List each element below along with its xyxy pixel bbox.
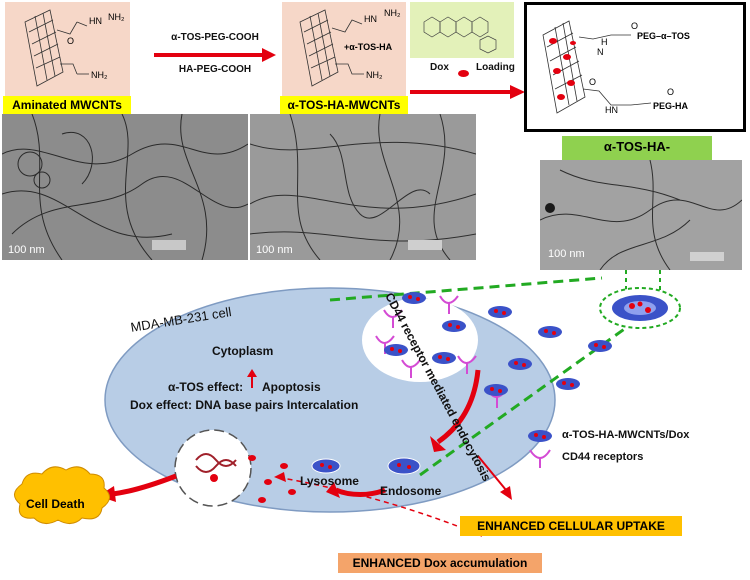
chem-o: O	[67, 36, 74, 46]
tem-fibers-2	[250, 114, 476, 260]
arrow-to-death	[111, 473, 177, 497]
endosome-particle	[387, 457, 421, 475]
scale-label-2: 100 nm	[256, 244, 293, 256]
svg-text:HN: HN	[605, 105, 618, 115]
arrow-to-uptake	[477, 455, 507, 491]
apoptosis-label: Apoptosis	[262, 380, 321, 394]
cell-death-label: Cell Death	[26, 497, 85, 511]
legend-nanoparticle-icon	[528, 430, 552, 442]
legend-receptor-label: CD44 receptors	[562, 451, 644, 463]
svg-text:O: O	[667, 87, 674, 97]
panel-final-conjugate: O H N PEG–α–TOS O HN O PEG-HA	[524, 2, 746, 132]
endosome-label: Endosome	[380, 484, 442, 498]
zoom-line-1	[329, 276, 603, 302]
tem-image-1: 100 nm	[2, 114, 248, 260]
conjugate-drawing: O H N PEG–α–TOS O HN O PEG-HA	[542, 20, 690, 115]
nanotube-drawing: HN NH₂ O NH₂	[24, 9, 125, 87]
label-tos-ha-mwcnts: α-TOS-HA-MWCNTs	[280, 96, 408, 114]
enhanced-accumulation-label: ENHANCED Dox accumulation	[338, 553, 542, 573]
chem-ha-tos: +α-TOS-HA	[344, 42, 393, 52]
svg-text:O: O	[589, 77, 596, 87]
chem-nh2-bottom: NH₂	[91, 70, 108, 80]
svg-text:NH₂: NH₂	[366, 70, 383, 80]
cell-diagram	[14, 270, 681, 537]
dox-dot-icon	[458, 70, 469, 77]
reagent-tos-peg: α-TOS-PEG-COOH	[171, 32, 259, 43]
enhanced-uptake-label: ENHANCED CELLULAR UPTAKE	[460, 516, 682, 536]
nanoparticles	[311, 292, 612, 475]
dashed-arrow-accumulation	[281, 477, 483, 537]
tem-image-3: 100 nm	[540, 160, 742, 270]
dox-effect-label: Dox effect: DNA base pairs Intercalation	[130, 398, 359, 412]
chem-nh2-top: NH₂	[108, 12, 125, 22]
dox-molecule-box	[410, 2, 514, 58]
tem-fibers-1	[2, 114, 248, 260]
svg-text:HN: HN	[364, 14, 377, 24]
scale-label-1: 100 nm	[8, 244, 45, 256]
chem-hn: HN	[89, 16, 102, 26]
chem-peg-tos: PEG–α–TOS	[637, 31, 690, 41]
reagent-ha-peg: HA-PEG-COOH	[178, 64, 252, 75]
reaction-arrow-2	[410, 85, 525, 99]
label-aminated-mwcnts: Aminated MWCNTs	[3, 96, 131, 114]
chem-peg-ha: PEG-HA	[653, 101, 689, 111]
dna-icon	[195, 453, 237, 467]
svg-text:O: O	[631, 21, 638, 31]
panel-tos-ha-mwcnt: HN NH₂ +α-TOS-HA NH₂	[282, 2, 406, 98]
arrow-to-endosome	[436, 369, 481, 445]
svg-text:NH₂: NH₂	[384, 8, 401, 18]
reaction-arrow-1	[154, 48, 276, 62]
legend-nanoparticle-label: α-TOS-HA-MWCNTs/Dox	[562, 429, 690, 441]
svg-text:H: H	[601, 37, 608, 47]
free-dox-dots	[248, 455, 296, 503]
lysosome-particle	[311, 458, 341, 474]
loading-label: Loading	[476, 62, 515, 73]
tem-fibers-3	[540, 160, 742, 270]
tos-effect-label: α-TOS effect:	[168, 380, 244, 394]
legend-receptor-icon	[529, 449, 551, 468]
dox-label: Dox	[430, 62, 449, 73]
nanotube-drawing-2: HN NH₂ +α-TOS-HA NH₂	[299, 8, 401, 87]
svg-text:N: N	[597, 47, 604, 57]
cell-death-cloud	[14, 466, 110, 524]
scale-label-3: 100 nm	[548, 248, 585, 260]
dox-structure-icon	[423, 16, 497, 54]
tem-image-2: 100 nm	[250, 114, 476, 260]
cytoplasm-label: Cytoplasm	[212, 344, 274, 358]
panel-aminated-mwcnt: HN NH₂ O NH₂	[5, 2, 130, 98]
lysosome-label: Lysosome	[300, 474, 359, 488]
